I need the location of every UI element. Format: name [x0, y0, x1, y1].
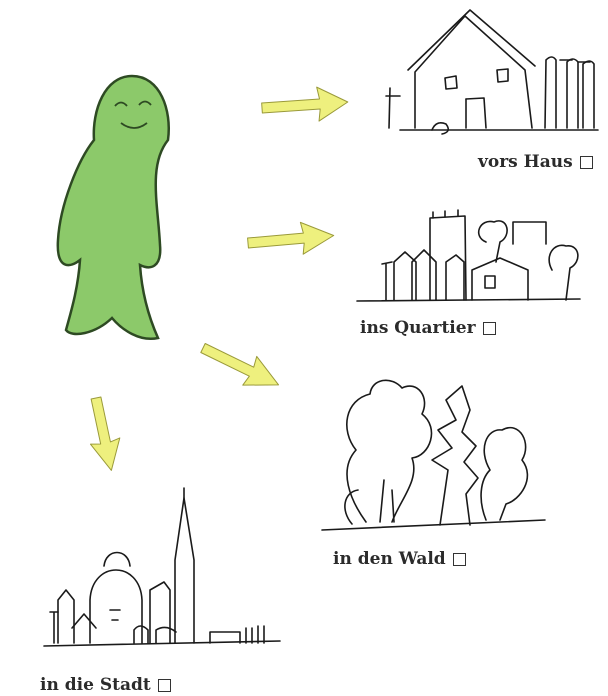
house-sketch: [385, 9, 599, 135]
option-label: in die Stadt: [40, 675, 151, 695]
arrow-to-forest: [200, 343, 279, 386]
figure-left-eye: [114, 101, 128, 107]
figure-smile: [120, 122, 148, 129]
quarter-sketch: [356, 209, 581, 302]
option-ins-quartier: ins Quartier: [360, 318, 496, 338]
option-checkbox[interactable]: [452, 552, 466, 566]
forest-sketch: [321, 379, 546, 531]
option-vors-haus: vors Haus: [478, 152, 593, 172]
option-checkbox[interactable]: [482, 321, 496, 335]
option-label: vors Haus: [478, 152, 573, 172]
arrow-to-city: [89, 396, 121, 471]
figure-right-eye: [138, 100, 152, 106]
figure-body: [56, 74, 170, 341]
green-figure: [56, 74, 170, 341]
option-in-den-wald: in den Wald: [333, 549, 466, 569]
option-checkbox[interactable]: [157, 678, 171, 692]
option-label: ins Quartier: [360, 318, 476, 338]
option-checkbox[interactable]: [579, 155, 593, 169]
option-label: in den Wald: [333, 549, 446, 569]
city-sketch: [43, 487, 281, 647]
arrow-to-quarter: [247, 221, 335, 255]
arrow-to-house: [261, 86, 349, 122]
option-in-die-stadt: in die Stadt: [40, 675, 171, 695]
